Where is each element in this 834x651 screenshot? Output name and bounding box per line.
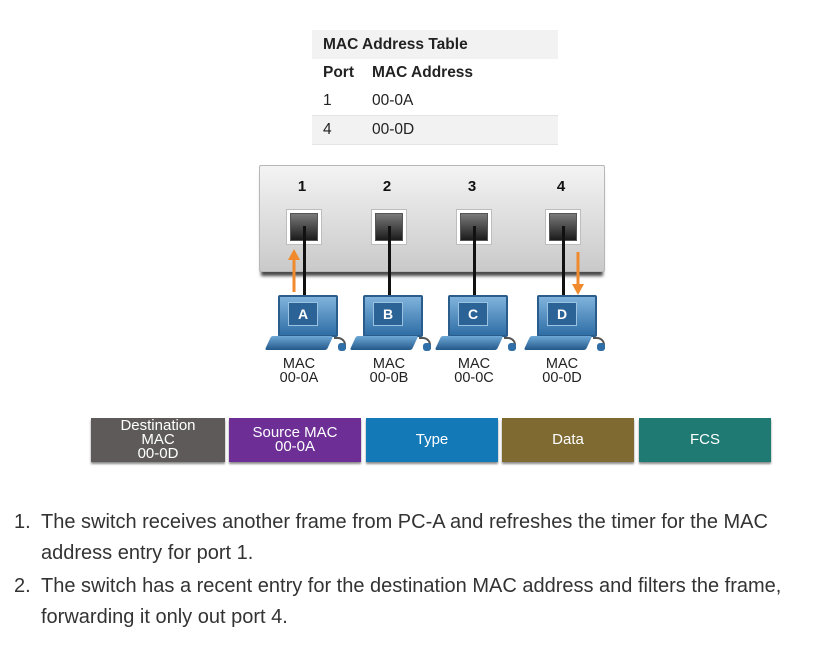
pc-mac-label-d: MAC 00-0D bbox=[522, 356, 602, 386]
pc-mac-label-a: MAC 00-0A bbox=[259, 356, 339, 386]
frame-dest-value: 00-0D bbox=[137, 445, 179, 462]
pc-c: C bbox=[434, 295, 516, 357]
mac-table-row: 1 00-0A bbox=[312, 87, 558, 116]
mac-address-table: MAC Address Table Port MAC Address 1 00-… bbox=[312, 30, 558, 145]
mac-value: 00-0D bbox=[542, 370, 582, 386]
cable-c bbox=[473, 226, 476, 298]
mac-table-header-mac: MAC Address bbox=[361, 59, 558, 87]
step-text: The switch receives another frame from P… bbox=[41, 511, 768, 564]
arrow-up-icon bbox=[288, 249, 300, 292]
pc-label: B bbox=[373, 302, 403, 326]
step-item: 2. The switch has a recent entry for the… bbox=[14, 571, 829, 633]
cable-a bbox=[303, 226, 306, 298]
pc-b: B bbox=[349, 295, 431, 357]
step-number: 1. bbox=[14, 511, 31, 533]
pc-mac-label-c: MAC 00-0C bbox=[434, 356, 514, 386]
pc-label: D bbox=[547, 302, 577, 326]
step-item: 1. The switch receives another frame fro… bbox=[14, 507, 829, 569]
pc-mac-label-b: MAC 00-0B bbox=[349, 356, 429, 386]
frame-dest-text: Destination bbox=[120, 417, 196, 434]
mac-table-port-cell: 4 bbox=[312, 115, 361, 145]
mac-caption: MAC bbox=[372, 356, 406, 372]
cable-d bbox=[562, 226, 565, 298]
mac-table-title: MAC Address Table bbox=[312, 30, 558, 59]
frame-destination-mac: Destination MAC 00-0D bbox=[91, 418, 225, 462]
switch-port-label-2: 2 bbox=[382, 178, 392, 195]
mac-caption: MAC bbox=[282, 356, 316, 372]
mac-table-mac-cell: 00-0A bbox=[361, 87, 558, 116]
frame-type: Type bbox=[366, 418, 498, 462]
mac-value: 00-0A bbox=[279, 370, 319, 386]
mac-caption: MAC bbox=[545, 356, 579, 372]
mac-value: 00-0B bbox=[369, 370, 409, 386]
mac-table-port-cell: 1 bbox=[312, 87, 361, 116]
arrow-down-icon bbox=[572, 252, 584, 295]
cable-b bbox=[388, 226, 391, 298]
pc-d: D bbox=[523, 295, 605, 357]
switch-port-label-4: 4 bbox=[556, 178, 566, 195]
mac-table-row: 4 00-0D bbox=[312, 115, 558, 145]
mac-value: 00-0C bbox=[454, 370, 494, 386]
frame-fcs: FCS bbox=[639, 418, 771, 462]
mac-table-mac-cell: 00-0D bbox=[361, 115, 558, 145]
mac-table-header-port: Port bbox=[312, 59, 361, 87]
step-number: 2. bbox=[14, 575, 31, 597]
frame-data: Data bbox=[502, 418, 634, 462]
pc-label: A bbox=[288, 302, 318, 326]
pc-a: A bbox=[264, 295, 346, 357]
steps-list: 1. The switch receives another frame fro… bbox=[14, 507, 829, 633]
mac-caption: MAC bbox=[457, 356, 491, 372]
pc-label: C bbox=[458, 302, 488, 326]
frame-dest-text: MAC bbox=[141, 431, 175, 448]
step-text: The switch has a recent entry for the de… bbox=[41, 575, 782, 628]
frame-src-text: Source MAC bbox=[252, 424, 338, 441]
frame-source-mac: Source MAC 00-0A bbox=[229, 418, 361, 462]
frame-src-value: 00-0A bbox=[274, 438, 316, 455]
switch-port-label-3: 3 bbox=[467, 178, 477, 195]
switch-port-label-1: 1 bbox=[297, 178, 307, 195]
